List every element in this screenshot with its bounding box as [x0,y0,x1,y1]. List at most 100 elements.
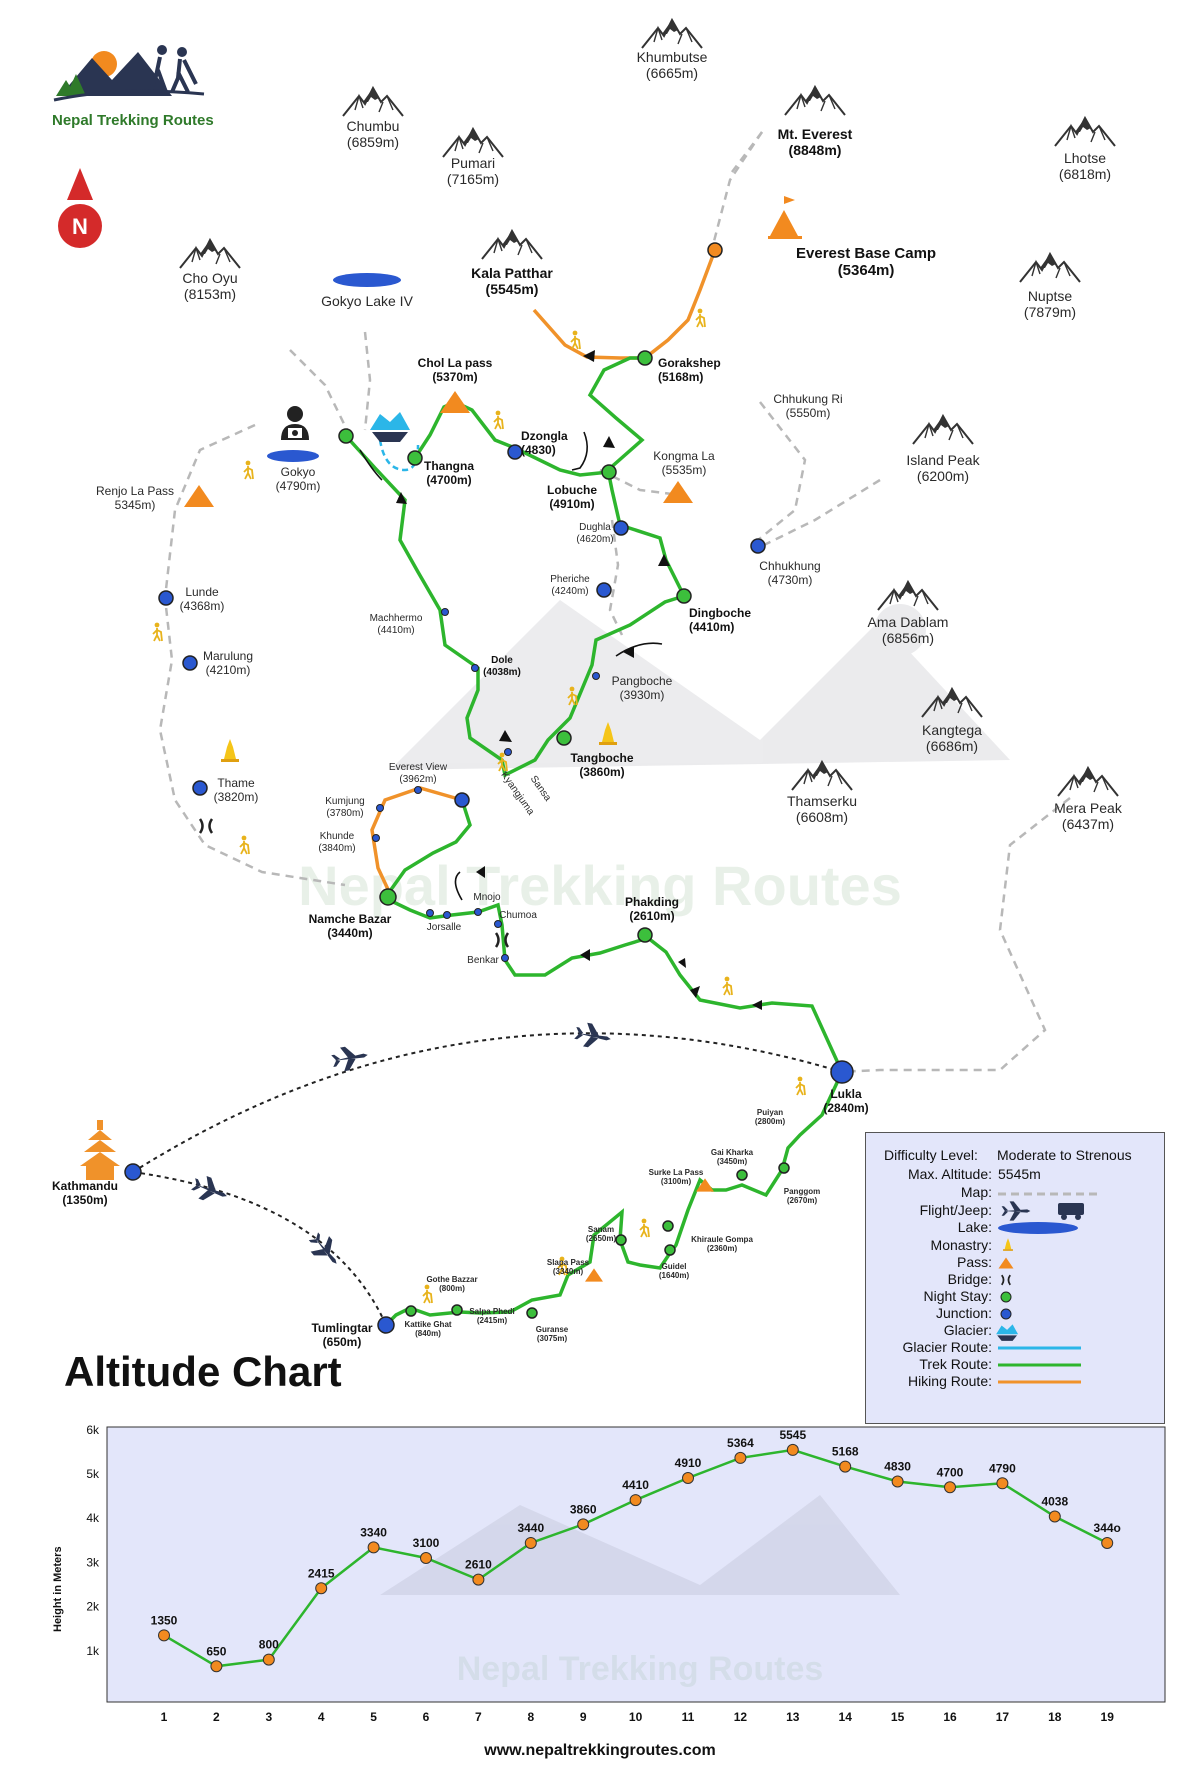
y-tick-label: 3k [86,1555,100,1569]
x-tick-label: 14 [839,1710,853,1724]
mountain-icon [1057,767,1119,797]
place-label-mnojo: Mnojo [473,892,501,903]
plane-icon [330,1043,370,1073]
altitude-data-label: 3440 [517,1521,544,1535]
altitude-point [734,1451,747,1464]
y-tick-label: 1k [86,1644,100,1658]
altitude-data-label: 5545 [779,1428,806,1442]
altitude-point [210,1660,223,1673]
plane-icon [188,1172,232,1208]
camera-spot-icon [281,406,309,440]
place-label-chol-la: Chol La pass(5370m) [417,356,493,384]
place-label-chumoa: Chumoa [499,910,537,921]
altitude-point [158,1629,170,1642]
place-label-dughla: Dughla(4620m) [576,522,614,545]
chart-title: Altitude Chart [64,1348,342,1395]
peak-label-nuptse: Nuptse(7879m) [1023,288,1077,321]
x-tick-label: 5 [370,1710,377,1724]
peak-label-pumari: Pumari(7165m) [446,155,500,188]
x-tick-label: 3 [265,1710,272,1724]
legend-max-altitude: Max. Altitude: 5545m [907,1166,1041,1182]
x-tick-label: 12 [734,1710,748,1724]
hiker-icon [243,459,254,480]
place-label-slapa-pass: Slapa Pass(3340m) [546,1258,590,1277]
pagoda-icon [80,1120,120,1180]
place-label-guranse: Guranse(3075m) [535,1325,569,1344]
place-label-gai-kharka: Gai Kharka(3450m) [710,1148,754,1167]
altitude-data-label: 4830 [884,1460,911,1474]
legend-night-stay: Night Stay: [923,1288,992,1304]
x-tick-label: 9 [580,1710,587,1724]
hiker-icon [722,975,733,996]
mountain-icon [179,239,241,269]
altitude-data-label: 4038 [1041,1495,1068,1509]
legend-pass: Pass: [956,1254,992,1270]
place-label-lobuche: Lobuche(4910m) [547,483,597,511]
website-url[interactable]: www.nepaltrekkingroutes.com [484,1742,716,1759]
altitude-series-points [158,1443,1114,1673]
x-tick-label: 4 [318,1710,325,1724]
mountain-icon [442,128,504,158]
peak-label-chumbu: Chumbu(6859m) [346,118,400,151]
place-label-khiraule-gompa: Khiraule Gompa(2360m) [691,1235,753,1254]
hiker-icon [695,307,706,328]
altitude-point [996,1477,1009,1490]
pass-icons [184,391,714,1282]
altitude-data-label: 344o [1094,1521,1121,1535]
place-label-tumlingtar: Tumlingtar(650m) [311,1321,373,1349]
svg-text:Nepal Trekking Routes: Nepal Trekking Routes [298,854,902,917]
y-tick-label: 6k [86,1423,100,1437]
y-axis-label: Height in Meters [52,1546,64,1632]
place-label-machhermo: Machhermo(4410m) [369,613,423,636]
north-arrow: N [58,168,102,248]
place-label-chhukhung: Chhukhung(4730m) [759,559,821,587]
x-tick-label: 2 [213,1710,220,1724]
place-label-thame: Thame(3820m) [213,776,259,804]
legend-map: Map: [960,1184,992,1200]
hiker-icon [493,409,504,430]
place-label-namche: Namche Bazar(3440m) [308,912,392,940]
x-tick-label: 8 [527,1710,534,1724]
altitude-point [472,1573,485,1586]
place-label-tangboche: Tangboche(3860m) [570,751,634,779]
arrow-annotation [571,431,588,471]
place-label-lukla: Lukla(2840m) [823,1087,869,1115]
altitude-point [367,1541,380,1554]
gokyo-lake [267,450,319,462]
mountain-icon [641,19,703,49]
y-tick-label: 4k [86,1511,100,1525]
altitude-data-label: 3340 [360,1525,387,1539]
watermark: Nepal Trekking Routes [298,600,1010,917]
mountain-icon [784,86,846,116]
map-tracks [158,131,1071,1074]
legend-symbols [996,1192,1098,1384]
altitude-point [315,1582,328,1595]
x-tick-label: 10 [629,1710,643,1724]
place-label-everest-view: Everest View(3962m) [388,762,448,785]
svg-text:Nepal Trekking Routes: Nepal Trekking Routes [457,1650,824,1688]
altitude-point [891,1475,904,1488]
place-label-surke-la: Surke La Pass(3100m) [648,1168,704,1187]
peak-label-island-peak: Island Peak(6200m) [906,452,980,485]
pass-icon [440,391,470,413]
altitude-point [944,1481,956,1494]
legend-trek-route: Trek Route: [919,1356,992,1372]
altitude-data-label: 1350 [151,1613,178,1627]
altitude-data-label: 5364 [727,1436,754,1450]
place-label-dzongla: Dzongla(4830) [521,429,568,457]
altitude-data-label: 2610 [465,1558,492,1572]
chart-watermark: Nepal Trekking Routes [380,1495,900,1688]
map-legend: Difficulty Level: Moderate to Strenous M… [865,1132,1165,1424]
mountain-icon [1054,117,1116,147]
x-tick-label: 1 [161,1710,168,1724]
place-label-kongma-la: Kongma La(5535m) [653,449,715,477]
altitude-data-label: 650 [206,1644,226,1658]
altitude-data-label: 4700 [937,1465,964,1479]
y-tick-label: 2k [86,1600,100,1614]
peak-label-mera-peak: Mera Peak(6437m) [1054,800,1122,833]
